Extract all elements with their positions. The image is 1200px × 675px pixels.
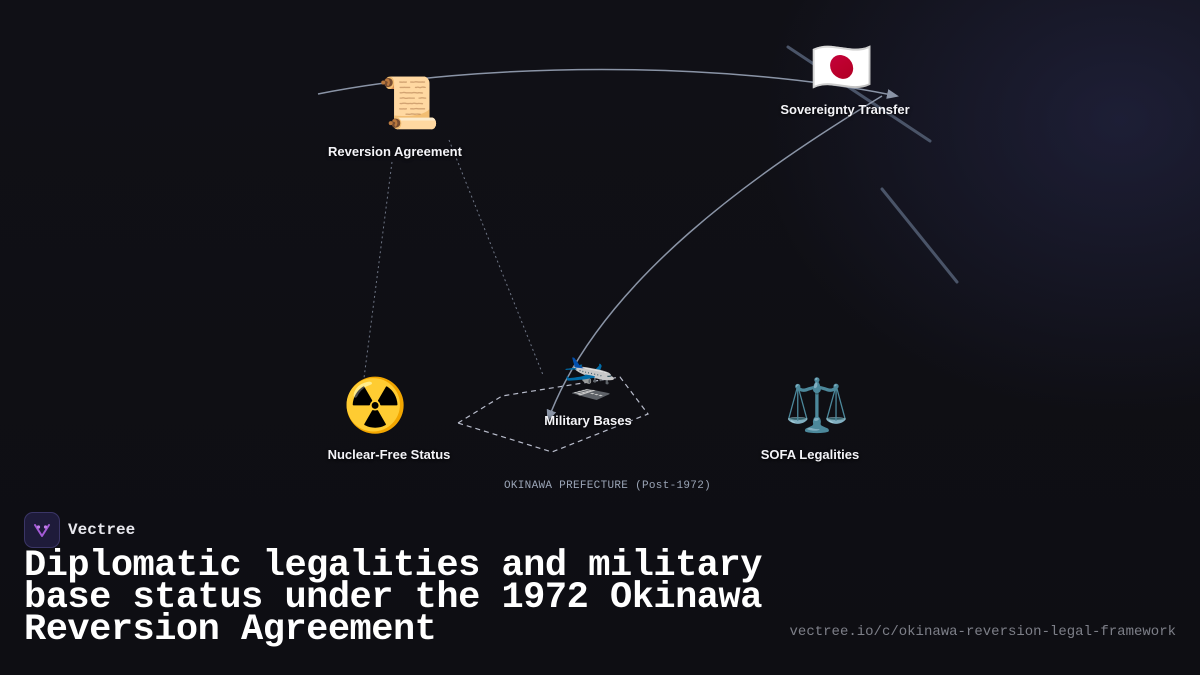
node-label: Sovereignty Transfer [780,102,910,117]
japan-flag-icon: 🇯🇵 [810,38,874,96]
radioactive-icon: ☢️ [342,376,408,436]
node-sofa-legalities[interactable]: ⚖️ SOFA Legalities [745,380,875,462]
node-label: SOFA Legalities [760,447,860,462]
scales-icon: ⚖️ [784,376,850,436]
edge-reversion-to-nuclear [363,161,393,379]
airplane-landing-icon: 🛬 [562,351,618,402]
brand[interactable]: Vectree [24,512,135,548]
node-label: Military Bases [544,413,632,428]
region-label: OKINAWA PREFECTURE (Post-1972) [503,480,712,492]
source-url[interactable]: vectree.io/c/okinawa-reversion-legal-fra… [789,624,1176,640]
vectree-logo-icon [24,512,60,548]
okinawa-region-outline [456,376,649,453]
scroll-icon: 📜 [377,74,441,132]
brand-name: Vectree [68,521,136,539]
node-nuclear-free-status[interactable]: ☢️ Nuclear-Free Status [310,380,468,462]
decorative-stroke [786,45,932,143]
node-military-bases[interactable]: 🛬 Military Bases [520,351,656,429]
page-title: Diplomatic legalities and military base … [24,545,762,651]
node-label: Reversion Agreement [328,144,462,159]
edge-reversion-to-sovereignty [317,68,899,99]
decorative-stroke [880,187,959,284]
edge-reversion-to-military [448,139,544,376]
node-label: Nuclear-Free Status [327,447,451,462]
node-sovereignty-transfer[interactable]: 🇯🇵 Sovereignty Transfer [760,42,930,117]
edge-sovereignty-to-military [546,95,883,422]
node-reversion-agreement[interactable]: 📜 Reversion Agreement [310,78,480,159]
